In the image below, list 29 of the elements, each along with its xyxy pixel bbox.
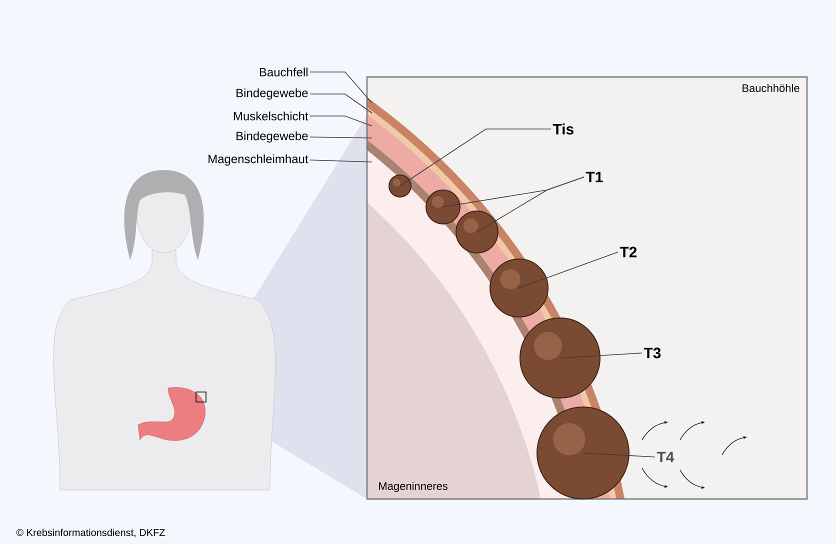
stage-label: T1	[586, 172, 603, 182]
tumor-drawing	[536, 406, 630, 500]
tumor-drawing	[426, 190, 460, 224]
stage-label: Tis	[552, 124, 574, 134]
credit-text: © Krebsinformationsdienst, DKFZ	[16, 528, 165, 538]
leader-line	[310, 116, 372, 126]
leader-line	[582, 452, 656, 458]
leader-line	[310, 136, 372, 138]
layer-label: Bauchfell	[260, 68, 308, 76]
stage-label: T3	[644, 348, 661, 358]
leader-line	[310, 160, 372, 162]
region-label: Bauchhöhle	[742, 84, 800, 92]
leader-line	[518, 252, 618, 288]
tumor-drawing	[490, 258, 548, 318]
stage-label: T4	[656, 452, 674, 462]
layer-label: Magenschleimhaut	[208, 154, 308, 166]
stage-label: T2	[620, 246, 637, 258]
region-label: Mageninneres	[379, 482, 448, 492]
tumor-drawing	[456, 210, 498, 254]
tumor-drawing	[520, 318, 600, 398]
layer-label: Muskelschicht	[234, 112, 308, 120]
layer-label: Bindegewebe	[236, 131, 308, 143]
layer-label: Bindegewebe	[236, 88, 308, 100]
tumor-drawing	[388, 174, 412, 198]
leader-line	[400, 128, 552, 186]
leader-line	[310, 94, 372, 114]
leader-line	[476, 176, 584, 232]
leader-line	[560, 352, 642, 358]
leader-line	[310, 72, 372, 104]
